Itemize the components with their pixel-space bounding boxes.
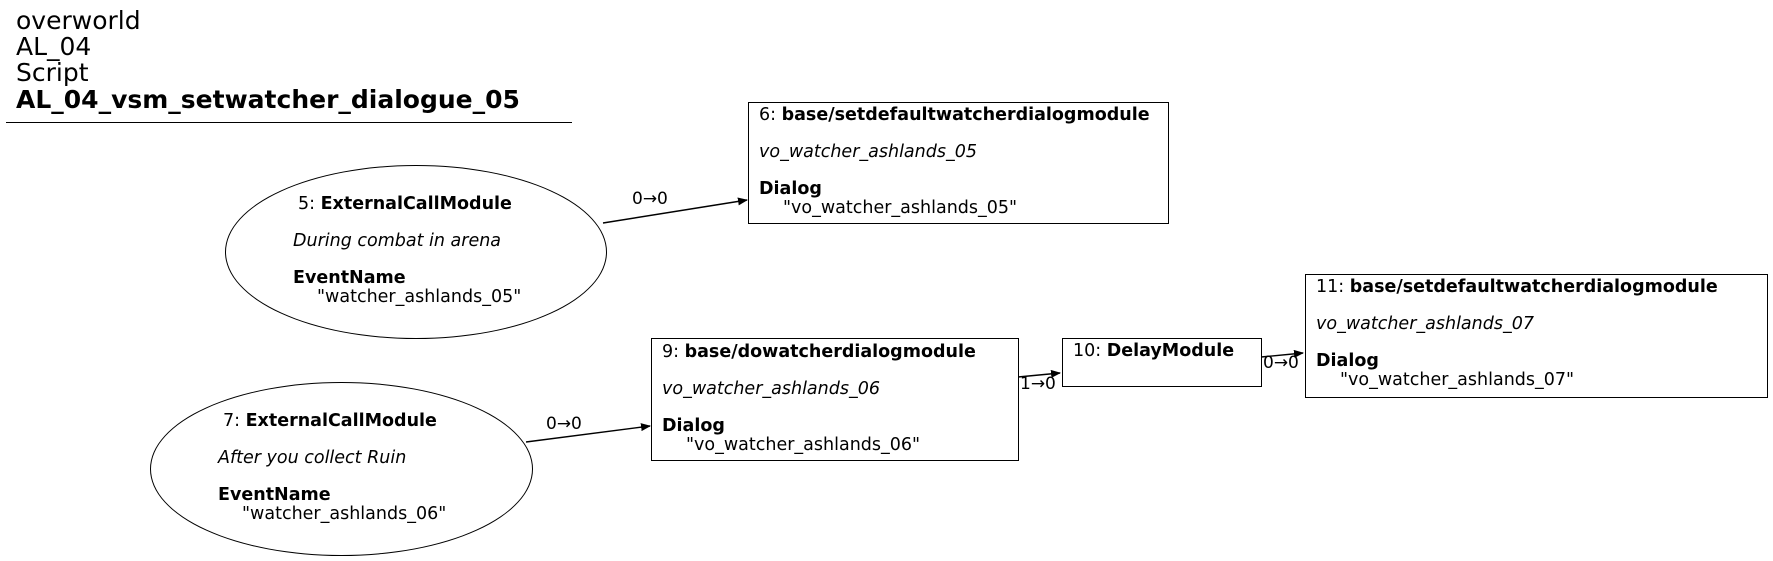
node-7-param-name: EventName bbox=[218, 485, 331, 505]
title-line-4: AL_04_vsm_setwatcher_dialogue_05 bbox=[16, 85, 520, 114]
edge-7-to-9 bbox=[525, 423, 651, 443]
node-7-id: 7: bbox=[223, 411, 246, 431]
edge-10-to-11 bbox=[1260, 349, 1304, 358]
node-5-id: 5: bbox=[298, 194, 321, 214]
edge-9-to-10 bbox=[1017, 369, 1061, 378]
node-6-comment: vo_watcher_ashlands_05 bbox=[759, 142, 977, 162]
edge-10-11-label: 0→0 bbox=[1263, 353, 1299, 373]
node-5-param-value: "watcher_ashlands_05" bbox=[317, 287, 522, 307]
title-line-3: Script bbox=[16, 58, 89, 87]
node-5-comment: During combat in arena bbox=[293, 231, 502, 251]
node-9-param-name: Dialog bbox=[662, 416, 725, 436]
node-9-comment: vo_watcher_ashlands_06 bbox=[662, 379, 880, 399]
title-underline bbox=[6, 122, 572, 123]
node-10-header: 10: DelayModule bbox=[1073, 341, 1234, 361]
node-5-type: ExternalCallModule bbox=[320, 194, 512, 214]
node-6-param-name: Dialog bbox=[759, 179, 822, 199]
node-11-header: 11: base/setdefaultwatcherdialogmodule bbox=[1316, 277, 1718, 297]
title-line-2: AL_04 bbox=[16, 32, 92, 61]
node-6-type: base/setdefaultwatcherdialogmodule bbox=[781, 105, 1150, 125]
node-7-type: ExternalCallModule bbox=[245, 411, 437, 431]
edge-5-6-label: 0→0 bbox=[632, 189, 668, 209]
node-10-id: 10: bbox=[1073, 341, 1107, 361]
title-line-1: overworld bbox=[16, 6, 141, 35]
node-9-type: base/dowatcherdialogmodule bbox=[684, 342, 976, 362]
edge-5-to-6 bbox=[602, 197, 748, 224]
node-5-header: 5: ExternalCallModule bbox=[298, 194, 512, 214]
node-11-param-value: "vo_watcher_ashlands_07" bbox=[1340, 370, 1575, 390]
node-10-type: DelayModule bbox=[1106, 341, 1235, 361]
node-11-box[interactable] bbox=[1305, 274, 1768, 398]
node-10-box[interactable] bbox=[1062, 338, 1262, 387]
node-9-id: 9: bbox=[662, 342, 685, 362]
node-9-param-value: "vo_watcher_ashlands_06" bbox=[686, 435, 921, 455]
node-6-param-value: "vo_watcher_ashlands_05" bbox=[783, 198, 1018, 218]
node-6-header: 6: base/setdefaultwatcherdialogmodule bbox=[759, 105, 1150, 125]
node-11-id: 11: bbox=[1316, 277, 1350, 297]
node-11-type: base/setdefaultwatcherdialogmodule bbox=[1349, 277, 1718, 297]
node-7-param-value: "watcher_ashlands_06" bbox=[242, 504, 447, 524]
node-6-id: 6: bbox=[759, 105, 782, 125]
node-5-ellipse[interactable] bbox=[225, 165, 607, 339]
node-7-ellipse[interactable] bbox=[150, 382, 533, 556]
node-5-param-name: EventName bbox=[293, 268, 406, 288]
edge-7-9-label: 0→0 bbox=[546, 414, 582, 434]
edge-9-10-label: 1→0 bbox=[1020, 374, 1056, 394]
node-7-comment: After you collect Ruin bbox=[218, 448, 407, 468]
node-7-header: 7: ExternalCallModule bbox=[223, 411, 437, 431]
node-11-comment: vo_watcher_ashlands_07 bbox=[1316, 314, 1534, 334]
node-11-param-name: Dialog bbox=[1316, 351, 1379, 371]
node-9-header: 9: base/dowatcherdialogmodule bbox=[662, 342, 976, 362]
node-6-box[interactable] bbox=[748, 102, 1169, 224]
node-9-box[interactable] bbox=[651, 338, 1019, 461]
